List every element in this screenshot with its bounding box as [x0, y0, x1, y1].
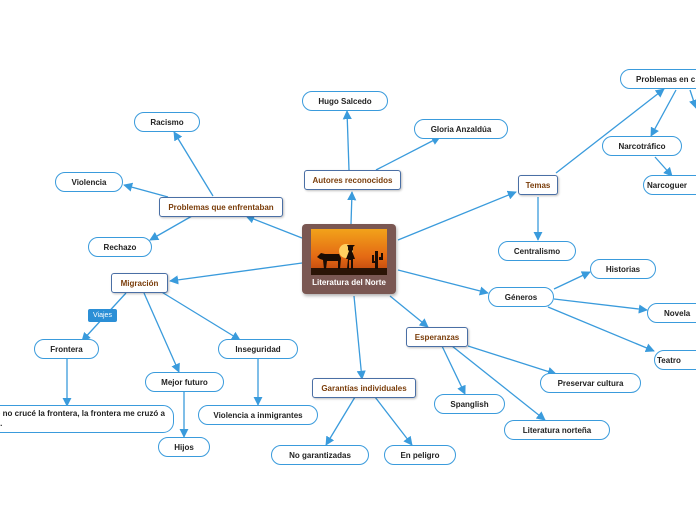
node-label: Hugo Salcedo: [318, 96, 372, 106]
node-centralismo[interactable]: Centralismo: [498, 241, 576, 261]
node-label: Narcoguer: [647, 180, 688, 190]
edge-esperanzas-spanglish: [441, 345, 466, 395]
node-violencia[interactable]: Violencia: [55, 172, 123, 192]
central-topic[interactable]: Literatura del Norte: [302, 224, 396, 294]
branch-problemas-que-enfrentaban[interactable]: Problemas que enfrentaban: [159, 197, 283, 217]
node-label: Géneros: [504, 292, 538, 302]
node-label: Literatura norteña: [522, 425, 592, 435]
branch-label: Esperanzas: [414, 332, 460, 342]
edge-generos-historias: [553, 271, 591, 290]
node-label: Spanglish: [450, 399, 489, 409]
node-hugo-salcedo[interactable]: Hugo Salcedo: [302, 91, 388, 111]
node-label: Teatro: [657, 355, 681, 365]
node-problemas-en-c[interactable]: Problemas en c: [620, 69, 696, 89]
edge-root-garantias: [353, 295, 366, 380]
node-frontera-quote[interactable]: "Yo no crucé la frontera, la frontera me…: [0, 405, 174, 433]
edge-root-autores: [347, 191, 357, 225]
node-label: Narcotráfico: [618, 141, 666, 151]
edge-migracion-inseguridad: [159, 290, 241, 341]
tag-label: Viajes: [93, 312, 112, 319]
node-label: Gloria Anzaldúa: [430, 124, 492, 134]
edge-generos-novela: [553, 298, 648, 314]
central-topic-label: Literatura del Norte: [312, 278, 386, 287]
branch-esperanzas[interactable]: Esperanzas: [406, 327, 468, 347]
node-label: Mejor futuro: [161, 377, 208, 387]
node-label: Hijos: [174, 442, 194, 452]
edge-narco-narcoguer: [654, 156, 673, 177]
node-novela[interactable]: Novela: [647, 303, 696, 323]
edge-problemas-rechazo: [149, 215, 193, 241]
node-preservar-cultura[interactable]: Preservar cultura: [540, 373, 641, 393]
branch-migracion[interactable]: Migración: [111, 273, 168, 293]
branch-label: Problemas que enfrentaban: [168, 202, 274, 212]
node-en-peligro[interactable]: En peligro: [384, 445, 456, 465]
node-inseguridad[interactable]: Inseguridad: [218, 339, 298, 359]
node-label: Frontera: [50, 344, 83, 354]
node-label: Inseguridad: [235, 344, 281, 354]
edge-esperanzas-preservar: [467, 345, 557, 376]
branch-label: Autores reconocidos: [312, 175, 393, 185]
branch-garantias-individuales[interactable]: Garantías individuales: [312, 378, 416, 398]
node-historias[interactable]: Historias: [590, 259, 656, 279]
node-label: Racismo: [150, 117, 184, 127]
edge-problemas-c-right: [689, 89, 696, 109]
node-no-garantizadas[interactable]: No garantizadas: [271, 445, 369, 465]
edge-problemas-violencia: [123, 182, 169, 198]
node-label: Centralismo: [513, 246, 561, 256]
node-label: Novela: [664, 308, 691, 318]
node-label: Historias: [605, 264, 641, 274]
edge-root-esperanzas: [389, 295, 429, 328]
edge-esperanzas-literatura: [451, 345, 546, 421]
node-spanglish[interactable]: Spanglish: [434, 394, 505, 414]
edge-problemas-racismo: [173, 131, 214, 197]
branch-autores-reconocidos[interactable]: Autores reconocidos: [304, 170, 401, 190]
tag-viajes[interactable]: Viajes: [88, 309, 117, 322]
node-gloria-anzaldua[interactable]: Gloria Anzaldúa: [414, 119, 508, 139]
node-label: Rechazo: [103, 242, 137, 252]
edge-temas-problemas-c: [555, 88, 665, 174]
edge-autores-hugo: [342, 110, 352, 171]
edge-garantias-peligro: [374, 396, 413, 446]
edge-root-migracion: [169, 262, 303, 285]
node-label: En peligro: [400, 450, 440, 460]
branch-label: Migración: [120, 278, 159, 288]
branch-label: Garantías individuales: [321, 383, 407, 393]
node-label: Preservar cultura: [557, 378, 624, 388]
edge-problemas-c-narco: [650, 89, 677, 137]
edge-root-problemas: [245, 214, 303, 239]
edge-root-generos: [397, 269, 489, 296]
node-mejor-futuro[interactable]: Mejor futuro: [145, 372, 224, 392]
edge-garantias-no: [325, 396, 356, 446]
node-racismo[interactable]: Racismo: [134, 112, 200, 132]
edge-generos-teatro: [547, 306, 655, 353]
node-label: Violencia: [71, 177, 107, 187]
node-generos[interactable]: Géneros: [488, 287, 554, 307]
edge-migracion-mejor: [143, 292, 180, 373]
node-label: Violencia a inmigrantes: [213, 410, 303, 420]
node-teatro[interactable]: Teatro: [654, 350, 696, 370]
edge-autores-gloria: [375, 136, 441, 171]
node-narcotrafico[interactable]: Narcotráfico: [602, 136, 682, 156]
branch-temas[interactable]: Temas: [518, 175, 558, 195]
cowboy-horse-sunset-image: [311, 229, 387, 275]
node-frontera[interactable]: Frontera: [34, 339, 99, 359]
node-rechazo[interactable]: Rechazo: [88, 237, 152, 257]
node-violencia-a-inmigrantes[interactable]: Violencia a inmigrantes: [198, 405, 318, 425]
node-literatura-nortena[interactable]: Literatura norteña: [504, 420, 610, 440]
node-label: Problemas en c: [636, 74, 696, 84]
node-hijos[interactable]: Hijos: [158, 437, 210, 457]
branch-label: Temas: [525, 180, 551, 190]
node-narcoguer[interactable]: Narcoguer: [643, 175, 696, 195]
edge-root-temas: [397, 190, 517, 241]
node-label: No garantizadas: [289, 450, 351, 460]
node-label: "Yo no crucé la frontera, la frontera me…: [0, 409, 165, 428]
